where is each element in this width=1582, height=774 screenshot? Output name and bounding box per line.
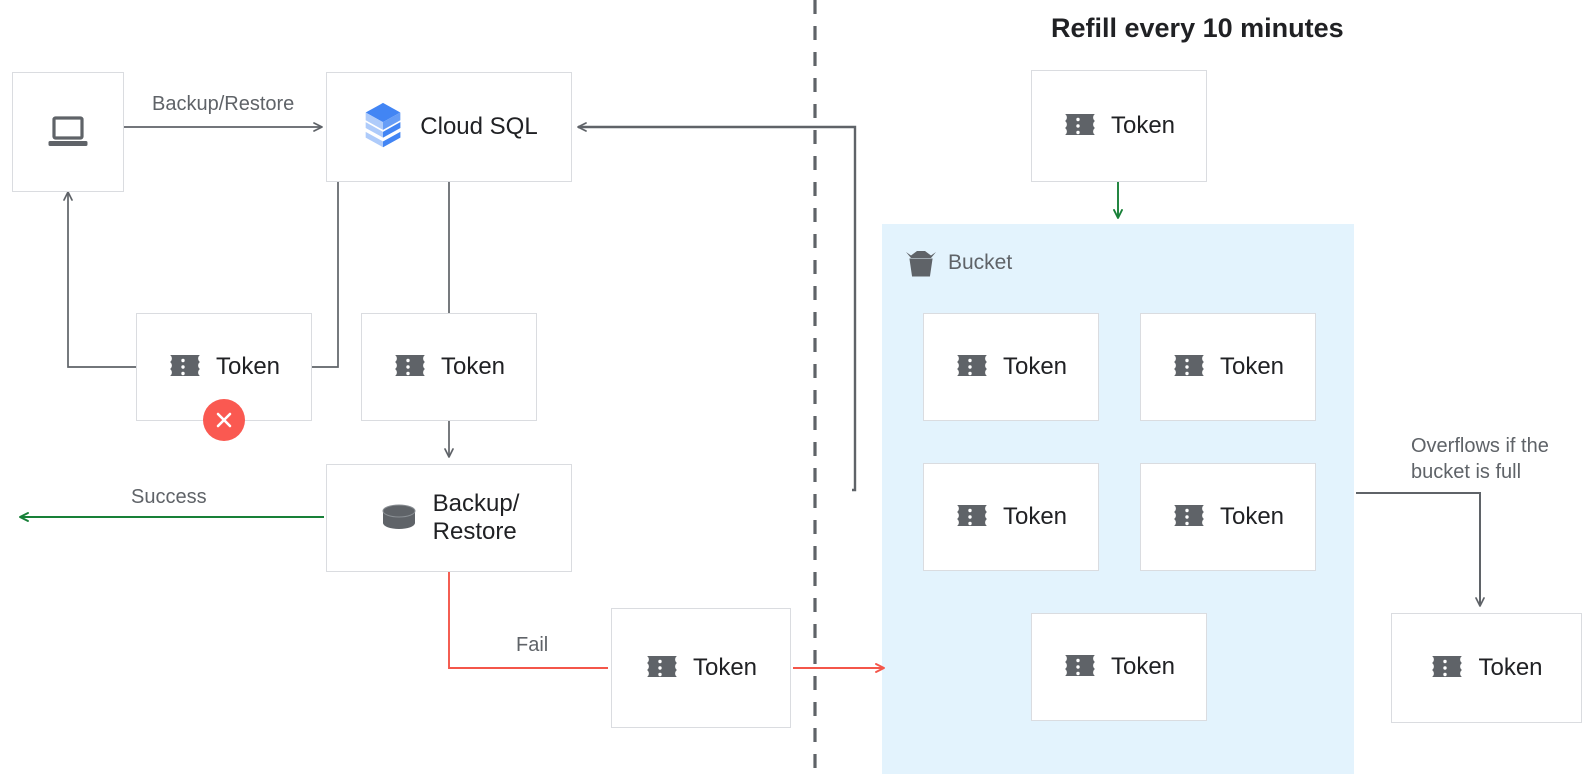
token-icon xyxy=(1063,111,1097,141)
token-label: Token xyxy=(1110,652,1176,680)
token-label: Token xyxy=(440,352,506,380)
token-node-consumed[interactable]: Token xyxy=(361,313,537,421)
token-label: Token xyxy=(1002,502,1068,530)
page-title: Refill every 10 minutes xyxy=(1051,13,1344,43)
token-label: Token xyxy=(692,653,758,681)
cloud-sql-icon xyxy=(360,101,406,153)
token-label: Token xyxy=(1219,352,1285,380)
token-icon xyxy=(1172,502,1206,532)
client-node[interactable] xyxy=(12,72,124,192)
token-icon xyxy=(1063,652,1097,682)
error-badge xyxy=(203,399,245,441)
token-icon xyxy=(1430,653,1464,683)
laptop-icon xyxy=(47,115,89,149)
bucket-token-5[interactable]: Token xyxy=(1031,613,1207,721)
token-node-refill[interactable]: Token xyxy=(1031,70,1207,182)
wire-bucket-overflow-to-token xyxy=(1356,492,1485,607)
token-icon xyxy=(393,352,427,382)
cloud-sql-node[interactable]: Cloud SQL xyxy=(326,72,572,182)
token-icon xyxy=(955,352,989,382)
token-icon xyxy=(168,352,202,382)
edge-label-backup-restore: Backup/Restore xyxy=(152,93,295,115)
token-label: Token xyxy=(215,352,281,380)
token-label: Token xyxy=(1002,352,1068,380)
bucket-token-2[interactable]: Token xyxy=(1140,313,1316,421)
edge-label-fail: Fail xyxy=(516,634,549,656)
token-label: Token xyxy=(1219,502,1285,530)
token-node-returned[interactable]: Token xyxy=(611,608,791,728)
backup-restore-label: Backup/ Restore xyxy=(432,489,520,545)
cloud-sql-label: Cloud SQL xyxy=(420,112,538,140)
token-label: Token xyxy=(1478,653,1543,681)
token-node-overflow[interactable]: Token xyxy=(1391,613,1582,723)
token-icon xyxy=(645,653,679,683)
database-icon xyxy=(379,501,419,535)
backup-restore-node[interactable]: Backup/ Restore xyxy=(326,464,572,572)
bucket-token-3[interactable]: Token xyxy=(923,463,1099,571)
token-label: Token xyxy=(1110,111,1176,139)
bucket-token-4[interactable]: Token xyxy=(1140,463,1316,571)
bucket-token-1[interactable]: Token xyxy=(923,313,1099,421)
token-icon xyxy=(955,502,989,532)
wire-bucket-to-cloudsql xyxy=(577,122,857,492)
bucket-label: Bucket xyxy=(948,251,1013,274)
edge-label-overflow: Overflows if the bucket is full xyxy=(1411,435,1549,483)
close-icon xyxy=(216,412,232,428)
token-icon xyxy=(1172,352,1206,382)
bucket-title: Bucket xyxy=(904,247,1012,279)
bucket-icon xyxy=(904,247,938,279)
edge-label-success: Success xyxy=(131,486,207,508)
